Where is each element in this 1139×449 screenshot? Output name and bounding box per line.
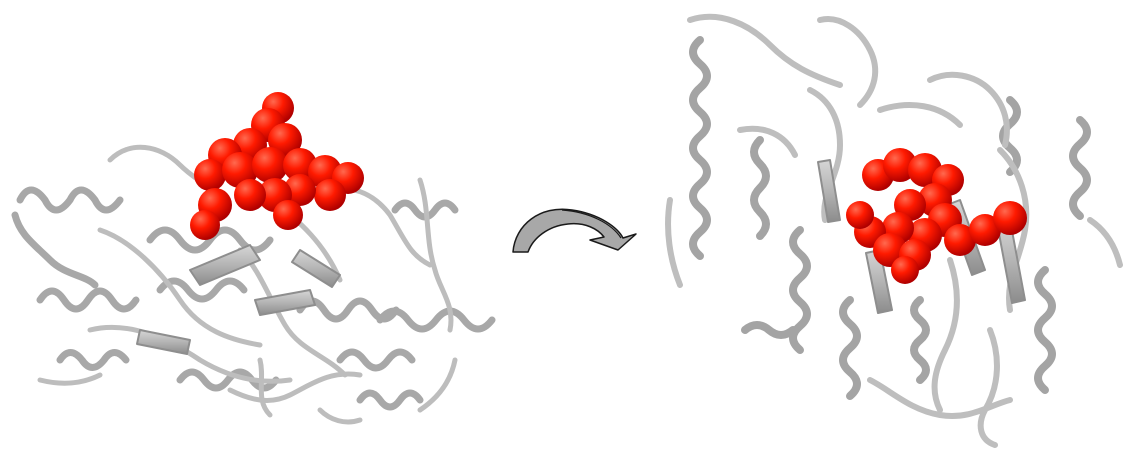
- curved-rotation-arrow-icon: [513, 209, 636, 252]
- left-helix-group: [15, 190, 492, 407]
- left-sheet-group: [137, 245, 340, 354]
- left-ligand-spheres: [190, 92, 364, 240]
